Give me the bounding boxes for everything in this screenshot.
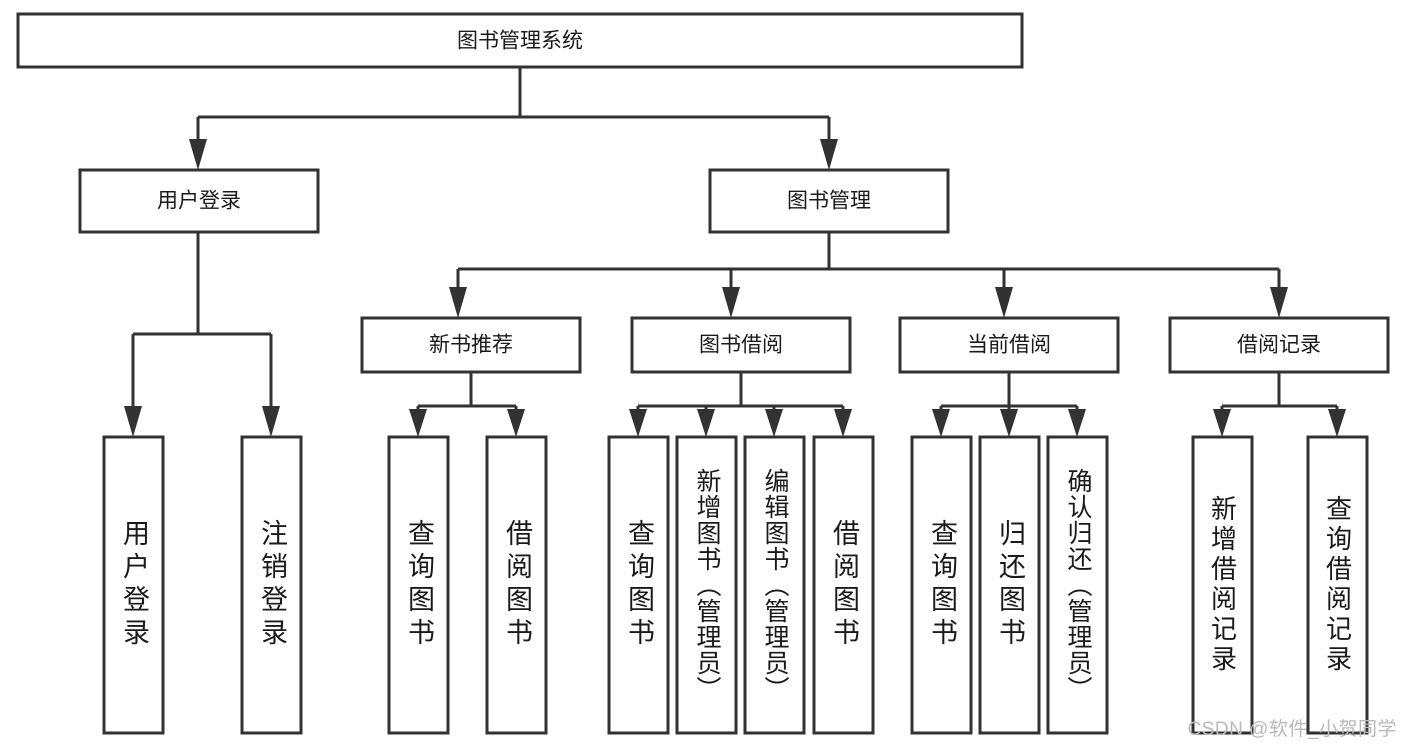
node-leaf-user-login[interactable]: 用户登录 — [102, 435, 165, 735]
node-leaf-borrow-query[interactable]: 查询图书 — [607, 435, 670, 735]
node-root-label: 图书管理系统 — [457, 30, 583, 53]
csdn-watermark: CSDN @软件_小贺同学 — [1187, 719, 1397, 740]
node-leaf-user-logout-label: 注销登录 — [257, 519, 287, 651]
node-leaf-rec-query-label: 查询图书 — [404, 519, 434, 651]
node-book-borrow-box[interactable] — [630, 316, 852, 374]
node-leaf-user-logout[interactable]: 注销登录 — [240, 435, 303, 735]
arrow-head-book-borrow — [722, 287, 740, 318]
arrow-head-leaf-borrow-take — [834, 409, 852, 437]
node-root-box[interactable] — [16, 12, 1024, 69]
arrow-head-leaf-rec-query — [409, 409, 427, 437]
node-leaf-rec-borrow[interactable]: 借阅图书 — [485, 435, 548, 735]
node-leaf-cur-confirm-box[interactable] — [1046, 435, 1109, 735]
node-leaf-borrow-query-box[interactable] — [607, 435, 670, 735]
node-book-manage-box[interactable] — [708, 168, 950, 234]
node-book-manage[interactable]: 图书管理 — [708, 168, 950, 234]
arrow-head-book-manage — [820, 139, 838, 170]
node-book-borrow[interactable]: 图书借阅 — [630, 316, 852, 374]
node-leaf-cur-return-box[interactable] — [978, 435, 1041, 735]
node-leaf-cur-return-label: 归还图书 — [995, 519, 1025, 651]
node-leaf-user-login-label: 用户登录 — [119, 519, 149, 651]
node-user-login[interactable]: 用户登录 — [78, 168, 320, 234]
node-leaf-borrow-query-label: 查询图书 — [624, 519, 654, 651]
node-leaf-cur-confirm-label: 确认归还（管理员） — [1064, 468, 1092, 702]
node-leaf-rec-add-label: 新增借阅记录 — [1207, 495, 1238, 675]
node-new-book-rec-label: 新书推荐 — [429, 334, 513, 357]
node-book-manage-label: 图书管理 — [787, 190, 871, 213]
arrow-head-leaf-cur-query — [932, 409, 950, 437]
node-leaf-rec-add[interactable]: 新增借阅记录 — [1191, 435, 1254, 735]
arrow-head-leaf-user-logout — [262, 406, 280, 437]
node-leaf-rec-add-box[interactable] — [1191, 435, 1254, 735]
arrow-head-new-book-rec — [449, 287, 467, 318]
leaf-nodes-layer: 用户登录 注销登录 查询图书 借阅图书 — [102, 435, 1369, 735]
arrow-head-leaf-borrow-query — [629, 409, 647, 437]
node-current-borrow-label: 当前借阅 — [967, 334, 1051, 357]
node-leaf-rec-borrow-box[interactable] — [485, 435, 548, 735]
node-leaf-borrow-edit-label: 编辑图书（管理员） — [761, 468, 789, 702]
node-leaf-borrow-take-box[interactable] — [812, 435, 875, 735]
node-leaf-user-login-box[interactable] — [102, 435, 165, 735]
node-leaf-borrow-edit-box[interactable] — [743, 435, 806, 735]
arrow-head-leaf-borrow-add — [697, 409, 715, 437]
node-leaf-rec-query[interactable]: 查询图书 — [387, 435, 450, 735]
node-borrow-record-label: 借阅记录 — [1237, 334, 1321, 357]
node-new-book-rec[interactable]: 新书推荐 — [360, 316, 582, 374]
node-leaf-rec-query2-box[interactable] — [1306, 435, 1369, 735]
node-borrow-record-box[interactable] — [1168, 316, 1390, 374]
node-leaf-user-logout-box[interactable] — [240, 435, 303, 735]
arrow-head-leaf-rec-borrow — [507, 409, 525, 437]
arrow-head-current-borrow — [995, 287, 1013, 318]
node-leaf-borrow-add[interactable]: 新增图书（管理员） — [675, 435, 738, 735]
node-leaf-cur-query-label: 查询图书 — [927, 519, 957, 651]
node-leaf-cur-query[interactable]: 查询图书 — [910, 435, 973, 735]
node-leaf-rec-query2-label: 查询借阅记录 — [1322, 495, 1353, 675]
arrow-head-borrow-record — [1270, 287, 1288, 318]
node-user-login-label: 用户登录 — [157, 190, 241, 213]
node-leaf-rec-borrow-label: 借阅图书 — [502, 519, 532, 651]
node-leaf-rec-query-box[interactable] — [387, 435, 450, 735]
node-leaf-borrow-take[interactable]: 借阅图书 — [812, 435, 875, 735]
node-current-borrow[interactable]: 当前借阅 — [898, 316, 1120, 374]
node-leaf-cur-confirm[interactable]: 确认归还（管理员） — [1046, 435, 1109, 735]
arrow-head-leaf-cur-return — [1000, 409, 1018, 437]
arrow-head-leaf-rec-query2 — [1328, 409, 1346, 437]
node-leaf-cur-query-box[interactable] — [910, 435, 973, 735]
node-leaf-cur-return[interactable]: 归还图书 — [978, 435, 1041, 735]
node-current-borrow-box[interactable] — [898, 316, 1120, 374]
arrow-head-user-login — [189, 139, 207, 170]
node-leaf-borrow-edit[interactable]: 编辑图书（管理员） — [743, 435, 806, 735]
arrow-head-leaf-borrow-edit — [765, 409, 783, 437]
node-book-borrow-label: 图书借阅 — [699, 334, 783, 357]
node-leaf-borrow-add-label: 新增图书（管理员） — [693, 468, 721, 702]
arrow-head-leaf-rec-add — [1213, 409, 1231, 437]
arrow-head-leaf-cur-confirm — [1068, 409, 1086, 437]
connectors-layer — [124, 67, 1346, 437]
arrow-head-leaf-user-login — [124, 406, 142, 437]
node-user-login-box[interactable] — [78, 168, 320, 234]
node-root[interactable]: 图书管理系统 — [16, 12, 1024, 69]
node-leaf-borrow-add-box[interactable] — [675, 435, 738, 735]
node-borrow-record[interactable]: 借阅记录 — [1168, 316, 1390, 374]
node-new-book-rec-box[interactable] — [360, 316, 582, 374]
node-leaf-borrow-take-label: 借阅图书 — [829, 519, 859, 651]
node-leaf-rec-query2[interactable]: 查询借阅记录 — [1306, 435, 1369, 735]
